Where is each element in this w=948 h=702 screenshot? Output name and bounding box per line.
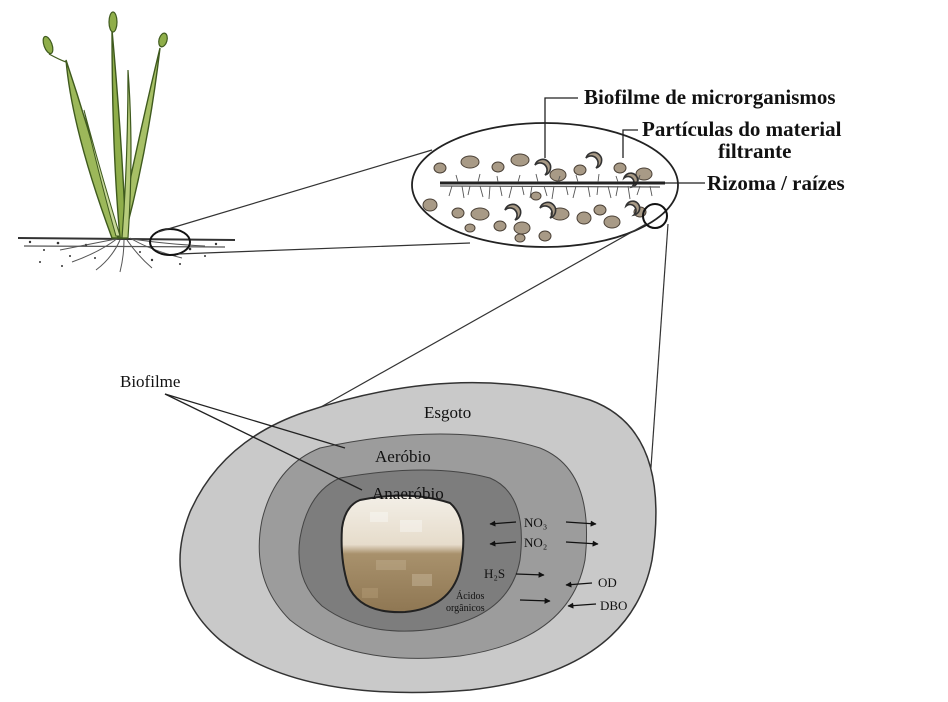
label-acids-line2: orgânicos [446,603,485,614]
label-aerobic: Aeróbio [375,447,431,466]
label-particles-line1: Partículas do material [642,117,842,141]
label-od: OD [598,575,617,590]
biofilm-layers [180,383,656,693]
plant-illustration [18,12,235,272]
label-acids-line1: Ácidos [456,590,484,602]
label-dbo: DBO [600,598,627,613]
label-particles-line2: filtrante [718,139,791,163]
label-sewage: Esgoto [424,403,471,422]
label-biofilm-microorganisms: Biofilme de microrganismos [584,85,836,109]
label-no2: NO₂ [524,535,547,550]
label-biofilm: Biofilme [120,372,180,391]
label-h2s: H₂S [484,566,505,581]
label-no3: NO₃ [524,515,547,530]
sand-grain [342,496,464,612]
label-rhizome: Rizoma / raízes [707,171,845,195]
label-anaerobic: Anaeróbio [372,484,444,503]
